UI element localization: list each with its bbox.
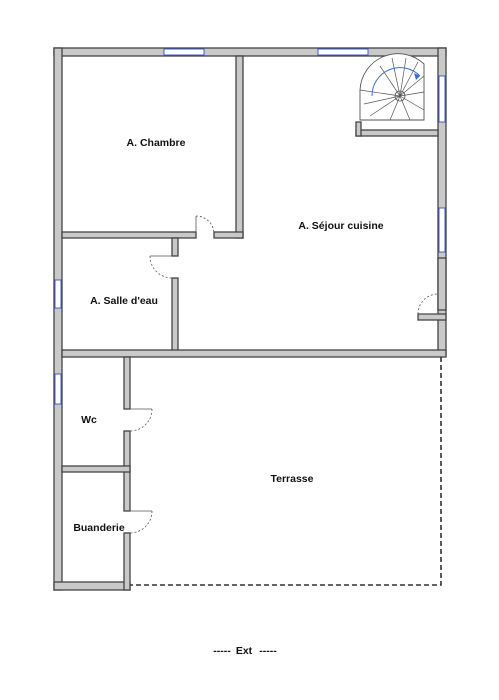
- door-buanderie: [129, 510, 153, 534]
- wall-chambre-bottom-left: [61, 231, 197, 239]
- window-top-left: [163, 48, 205, 56]
- wall-buanderie-right-lower: [123, 532, 131, 591]
- window-right-upper: [438, 75, 446, 123]
- legend-label: Ext: [236, 645, 253, 657]
- door-chambre: [195, 215, 215, 235]
- door-salle-eau: [149, 255, 173, 279]
- wall-right-bump-upper: [437, 257, 447, 311]
- room-label-sejour: A. Séjour cuisine: [298, 220, 383, 232]
- wall-right-bump-lower: [417, 313, 447, 321]
- wall-stair-landing: [355, 129, 439, 137]
- legend-dashes-right: -----: [259, 645, 277, 657]
- door-sejour-right: [417, 293, 439, 315]
- room-label-salle-eau: A. Salle d'eau: [90, 295, 158, 307]
- outer-wall-left: [53, 47, 63, 591]
- window-left-wc: [54, 373, 62, 405]
- spiral-staircase-icon: [359, 53, 425, 121]
- wall-chambre-bottom-right: [213, 231, 244, 239]
- wall-chambre-right: [235, 55, 244, 239]
- legend-exterior: ----- Ext -----: [213, 645, 277, 657]
- wall-salle-right-upper: [171, 237, 179, 257]
- door-wc: [129, 408, 153, 432]
- room-label-wc: Wc: [81, 414, 97, 426]
- wall-wc-right-upper: [123, 356, 131, 410]
- legend-dashes-left: -----: [213, 645, 231, 657]
- terrace-boundary: [130, 357, 442, 586]
- outer-wall-bottom-left: [53, 581, 131, 591]
- room-label-buanderie: Buanderie: [73, 522, 125, 534]
- window-right-mid: [438, 207, 446, 253]
- wall-stair-stub: [355, 121, 362, 137]
- wall-mid-horizontal: [61, 349, 447, 358]
- window-top-right: [317, 48, 369, 56]
- room-label-chambre: A. Chambre: [127, 137, 186, 149]
- wall-wc-buanderie: [61, 465, 131, 473]
- window-left-salle: [54, 279, 62, 309]
- wall-salle-right-lower: [171, 277, 179, 355]
- room-label-terrasse: Terrasse: [270, 473, 313, 485]
